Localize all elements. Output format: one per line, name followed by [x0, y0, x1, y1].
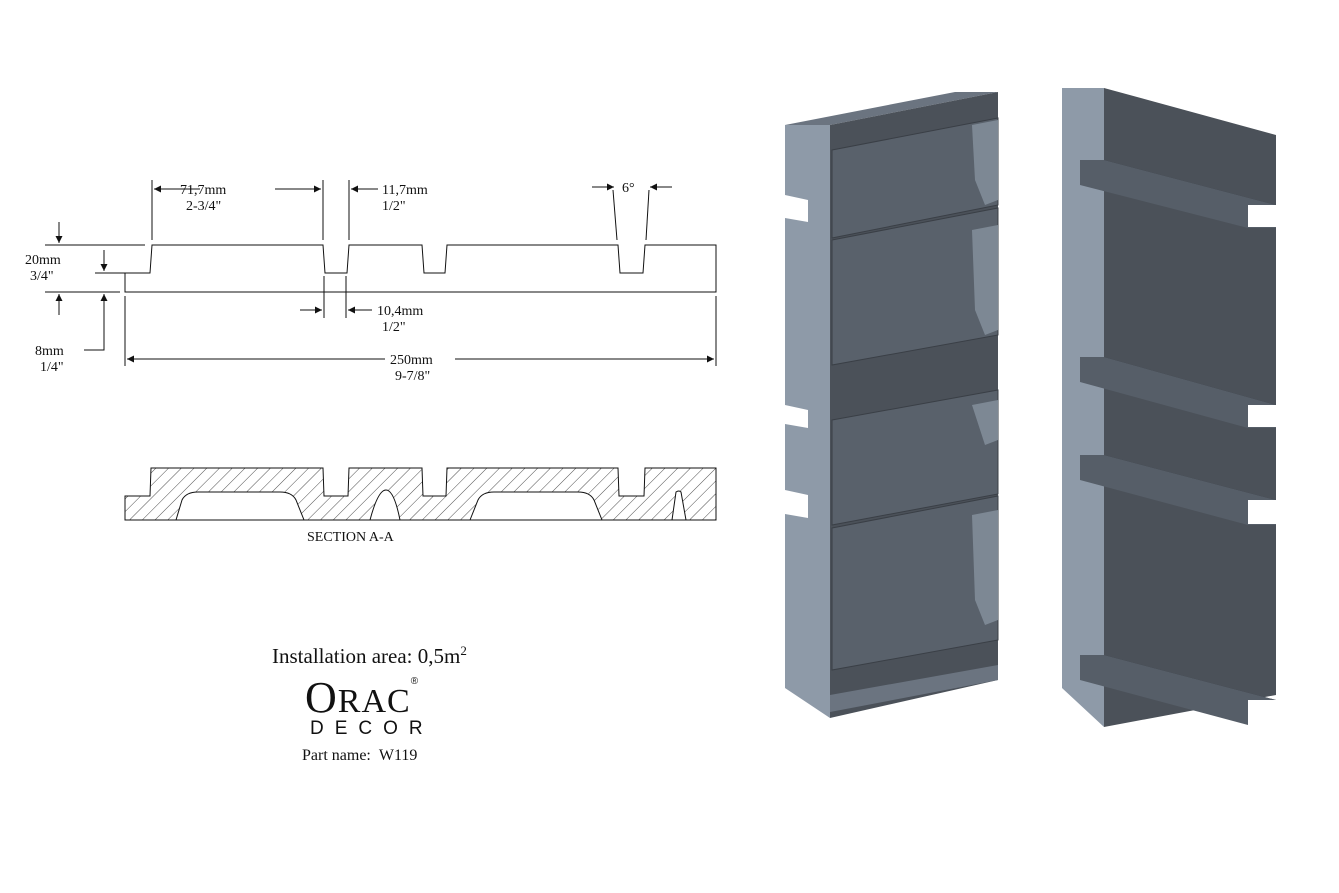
dim-base-in: 1/4"	[40, 360, 64, 375]
dim-groove-top-mm: 11,7mm	[382, 183, 428, 198]
section-a-a	[124, 467, 717, 521]
installation-area: Installation area: 0,5m2	[272, 643, 467, 669]
logo-rest: RAC	[337, 683, 411, 720]
dim-base-mm: 8mm	[35, 344, 64, 359]
profile-outline	[124, 244, 717, 293]
dim-angle: 6°	[622, 181, 635, 196]
registered-mark: ®	[410, 676, 420, 687]
part-name-label: Part name:	[302, 747, 371, 764]
dim-groove-bottom-in: 1/2"	[382, 320, 406, 335]
dim-spacing-mm: 71,7mm	[180, 183, 226, 198]
part-name-value: W119	[378, 747, 418, 764]
installation-area-exponent: 2	[460, 643, 467, 658]
installation-area-text: Installation area: 0,5m	[272, 644, 461, 668]
dim-height-in: 3/4"	[30, 269, 54, 284]
logo-subtitle: DECOR	[310, 718, 434, 739]
logo-initial: O	[305, 673, 338, 722]
dim-groove-top-in: 1/2"	[382, 199, 406, 214]
part-name: Part name: W119	[302, 747, 417, 765]
dim-width-mm: 250mm	[390, 353, 433, 368]
dim-width-in: 9-7/8"	[395, 369, 430, 384]
section-label: SECTION A-A	[307, 530, 395, 545]
brand-logo: ORAC®	[305, 672, 419, 723]
dim-groove-bottom-mm: 10,4mm	[377, 304, 423, 319]
dimension-lines	[45, 180, 717, 366]
dim-spacing-in: 2-3/4"	[186, 199, 221, 214]
dim-height-mm: 20mm	[25, 253, 61, 268]
panel-render-front	[785, 92, 999, 718]
panel-render-back	[1062, 88, 1278, 730]
